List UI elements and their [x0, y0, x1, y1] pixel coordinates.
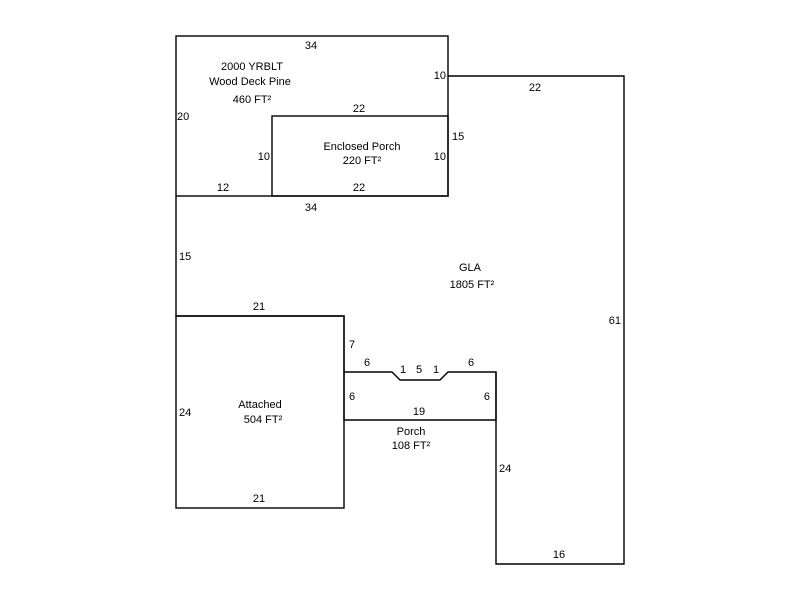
dim-label: 21	[253, 493, 265, 505]
attached-label: Attached	[238, 399, 281, 411]
dim-label: 22	[353, 182, 365, 194]
dim-label: 19	[413, 406, 425, 418]
dim-label: 6	[364, 357, 370, 369]
enclosed-porch-label: Enclosed Porch	[323, 141, 400, 153]
dim-label: 24	[179, 407, 191, 419]
porch-area: 108 FT²	[392, 440, 431, 452]
dim-label: 12	[217, 182, 229, 194]
attached-area: 504 FT²	[244, 414, 283, 426]
dim-label: 22	[353, 103, 365, 115]
dim-label: 10	[434, 151, 446, 163]
dim-label: 10	[434, 70, 446, 82]
dim-label: 61	[609, 315, 621, 327]
dim-label: 6	[349, 391, 355, 403]
deck-label-type: Wood Deck Pine	[209, 76, 291, 88]
dim-label: 16	[553, 549, 565, 561]
dim-label: 15	[452, 131, 464, 143]
dim-label: 7	[349, 339, 355, 351]
gla-label: GLA	[459, 262, 482, 274]
dim-label: 34	[305, 202, 317, 214]
attached-garage-outline	[175, 315, 345, 509]
dim-label: 20	[177, 111, 189, 123]
dim-label: 6	[484, 391, 490, 403]
dim-label: 1	[433, 364, 439, 376]
dim-label: 21	[253, 301, 265, 313]
gla-area: 1805 FT²	[450, 279, 495, 291]
dim-label: 6	[468, 357, 474, 369]
porch-label: Porch	[397, 426, 426, 438]
dimension-labels: 34 20 10 12 22 10 10 22 15 22 34 15 61 1…	[177, 40, 621, 561]
enclosed-porch-outline	[271, 115, 449, 197]
deck-label-year: 2000 YRBLT	[221, 61, 283, 73]
porch-outline	[343, 372, 497, 421]
deck-area: 460 FT²	[233, 94, 272, 106]
dim-label: 15	[179, 251, 191, 263]
dim-label: 1	[400, 364, 406, 376]
dim-label: 34	[305, 40, 317, 52]
dim-label: 24	[499, 463, 511, 475]
dim-label: 5	[416, 364, 422, 376]
dim-label: 22	[529, 82, 541, 94]
dim-label: 10	[258, 151, 270, 163]
enclosed-porch-area: 220 FT²	[343, 155, 382, 167]
